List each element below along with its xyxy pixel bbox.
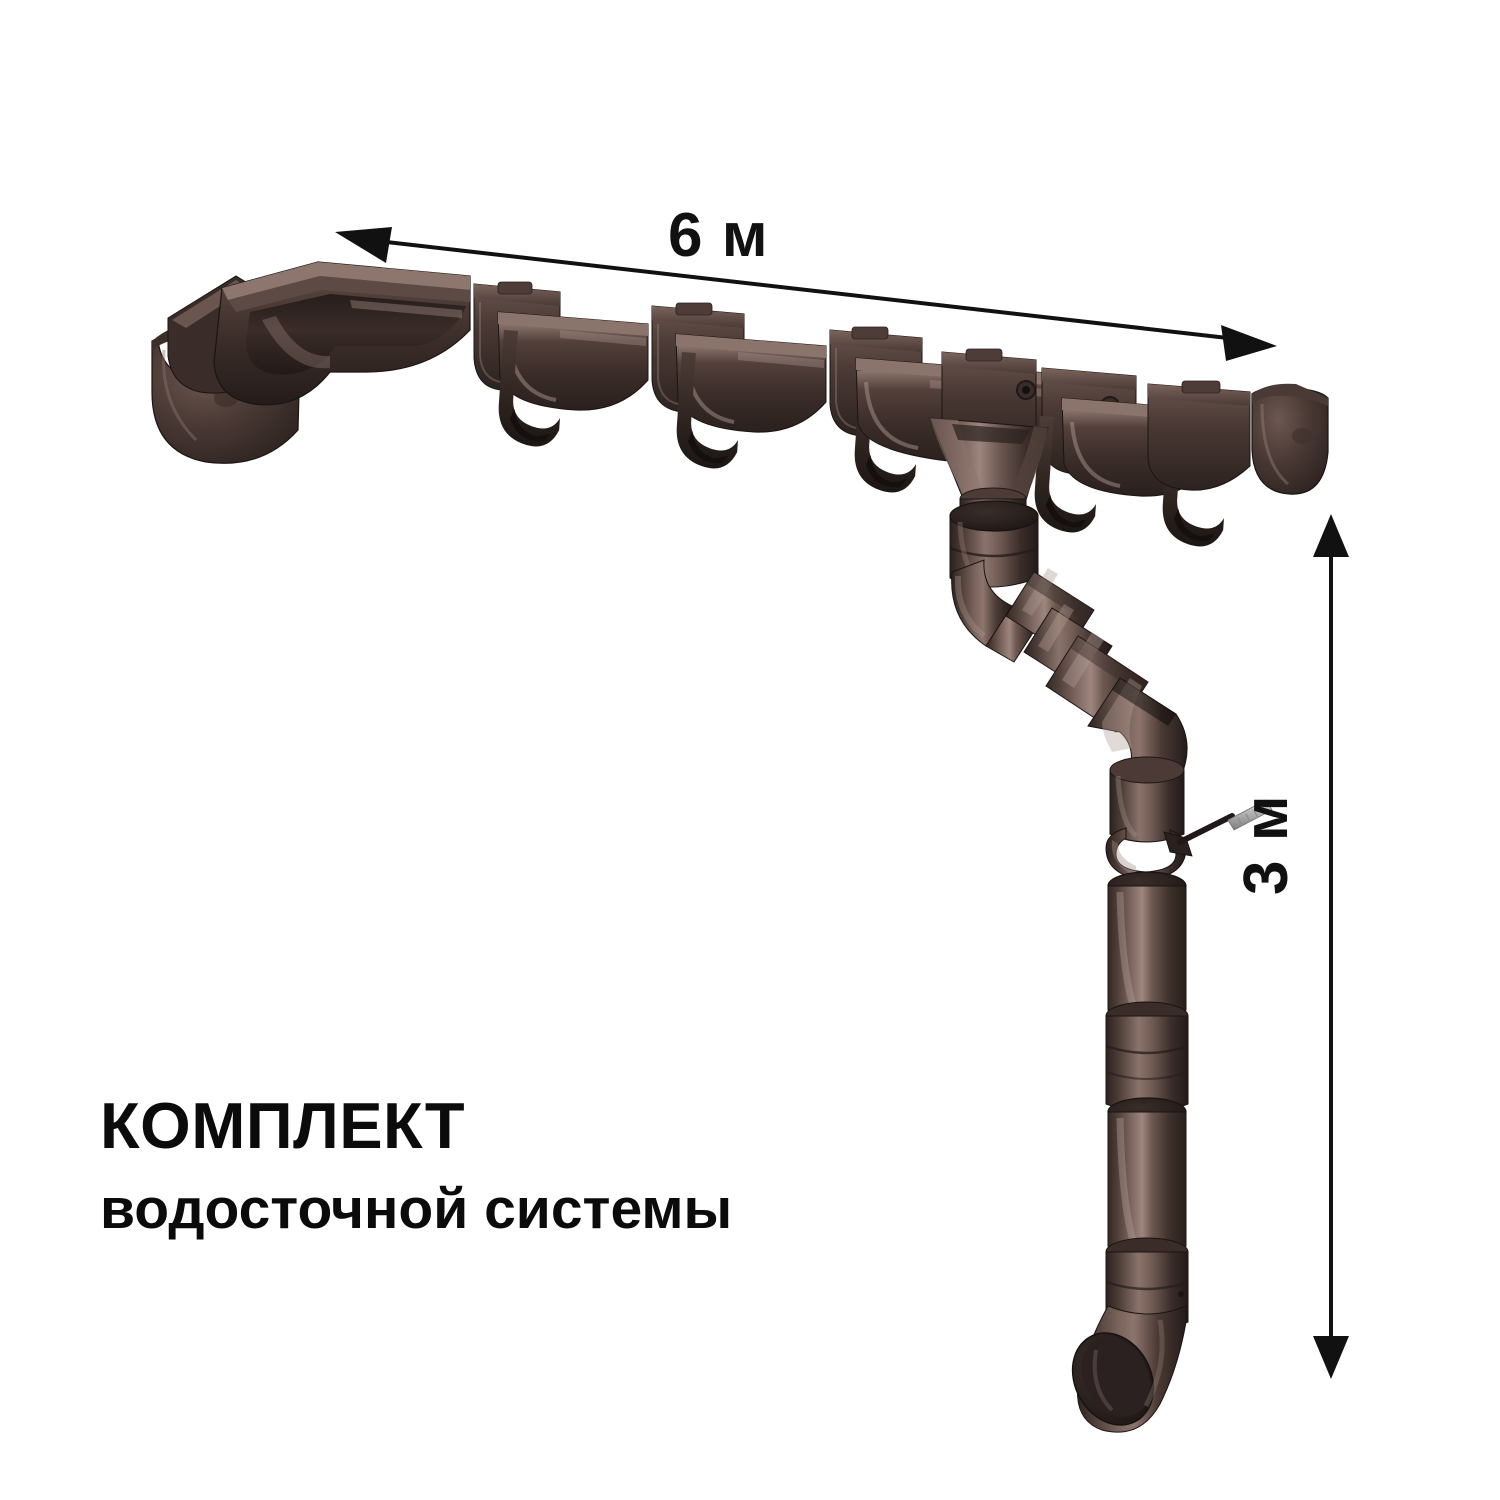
- gutter-connector: [1147, 380, 1251, 491]
- downpipe-section: [1107, 1097, 1187, 1255]
- dimension-label-horizontal: 6 м: [668, 201, 769, 270]
- caption-block: КОМПЛЕКТ водосточной системы: [100, 1089, 733, 1242]
- downpipe-section: [1107, 871, 1187, 1019]
- svg-text:—: —: [966, 537, 975, 547]
- pipe-coupler: [1105, 1001, 1189, 1113]
- dimension-arrow-horizontal: [335, 227, 1277, 361]
- downpipe-assembly: —: [929, 417, 1273, 1433]
- pipe-elbow: [951, 559, 1041, 663]
- caption-subtitle: водосточной системы: [100, 1177, 733, 1242]
- corner-piece-outer: [167, 261, 471, 406]
- drain-shoe: [1071, 1305, 1187, 1433]
- pipe-coupler: [1109, 756, 1185, 843]
- gutter-segment: [675, 333, 827, 433]
- pipe-clamp: [1105, 799, 1273, 881]
- end-cap-right: [1251, 383, 1329, 495]
- pipe-elbow: [1087, 677, 1188, 779]
- gutter-segment: [497, 311, 649, 411]
- caption-title: КОМПЛЕКТ: [100, 1089, 466, 1162]
- dimension-arrow-vertical: [1313, 514, 1349, 1379]
- gutter-run: [151, 261, 1329, 549]
- anchor-dowel: [1227, 799, 1273, 831]
- dimension-label-vertical: 3 м: [1232, 794, 1301, 895]
- pipe-coupler: [1105, 1237, 1189, 1331]
